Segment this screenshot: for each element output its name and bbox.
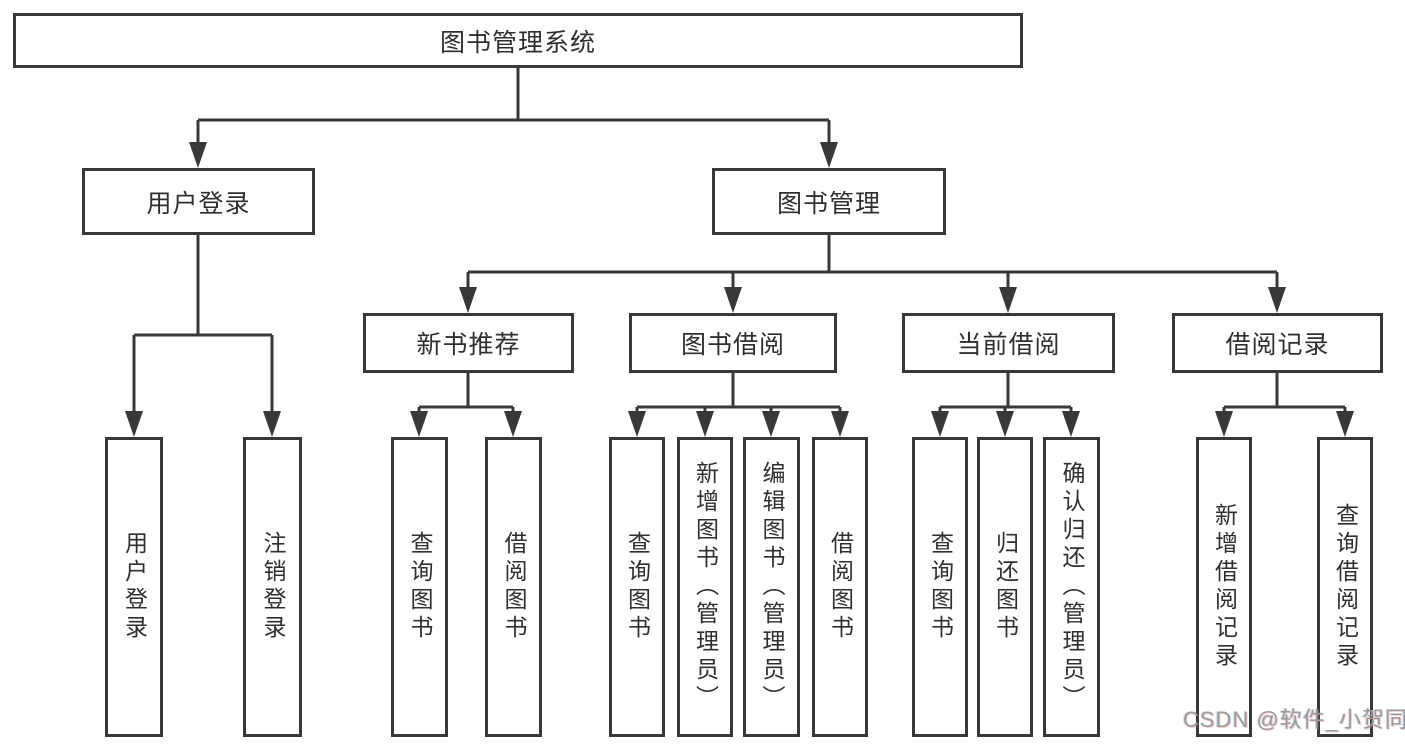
connector-new-book	[417, 373, 515, 413]
node-leaf-edit-book-admin: 编辑图书（管理员）	[743, 437, 800, 737]
node-leaf-user-login: 用户登录	[105, 437, 163, 737]
node-leaf-add-book-admin: 新增图书（管理员）	[677, 437, 733, 737]
arrowheads	[125, 142, 1354, 437]
node-leaf-return-book: 归还图书	[977, 437, 1033, 737]
node-new-book-recommend: 新书推荐	[363, 313, 574, 373]
connector-user-login	[132, 235, 274, 413]
connector-root	[196, 66, 831, 144]
node-book-borrow: 图书借阅	[629, 313, 837, 373]
connector-book-mgmt	[466, 235, 1279, 289]
connector-paths	[132, 66, 1347, 413]
node-leaf-add-borrow-record: 新增借阅记录	[1196, 437, 1252, 737]
connector-current-borrow	[938, 373, 1073, 413]
connector-book-borrow	[635, 373, 842, 413]
node-leaf-query-book-rec: 查询图书	[391, 437, 448, 737]
node-leaf-query-borrow-record: 查询借阅记录	[1317, 437, 1373, 737]
node-book-management: 图书管理	[712, 168, 946, 235]
node-leaf-confirm-return-admin: 确认归还（管理员）	[1043, 437, 1100, 737]
node-root: 图书管理系统	[13, 13, 1023, 68]
node-borrow-record: 借阅记录	[1172, 313, 1383, 373]
node-leaf-query-book-borrow: 查询图书	[609, 437, 665, 737]
node-leaf-borrow-book-rec: 借阅图书	[485, 437, 542, 737]
node-leaf-borrow-book: 借阅图书	[812, 437, 868, 737]
node-user-login: 用户登录	[82, 168, 315, 235]
watermark: CSDN @软件_小贺同学	[1183, 707, 1405, 732]
node-leaf-query-book-current: 查询图书	[912, 437, 968, 737]
node-current-borrow: 当前借阅	[902, 313, 1115, 373]
connector-borrow-record	[1222, 373, 1347, 413]
node-leaf-logout: 注销登录	[243, 437, 302, 737]
